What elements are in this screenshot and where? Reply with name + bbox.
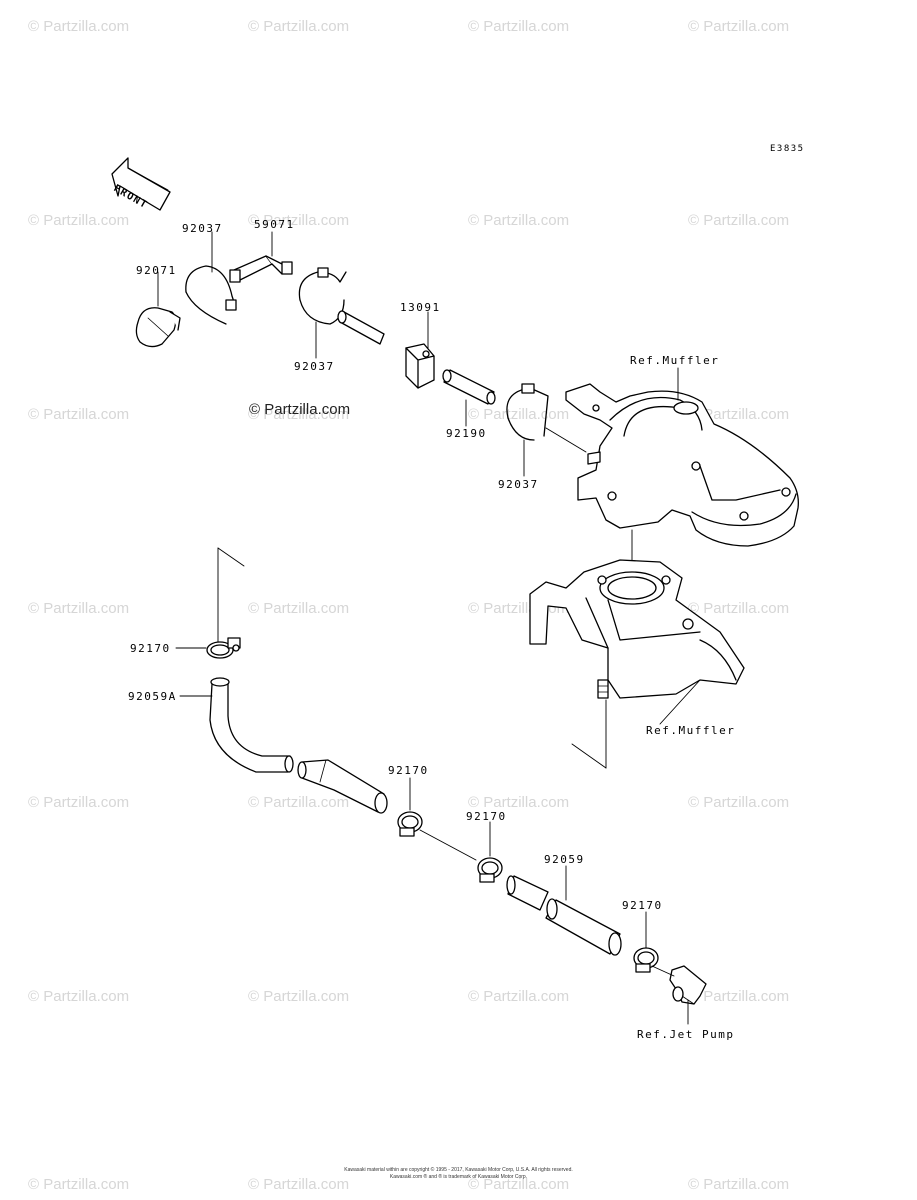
partzilla-credit: © Partzilla.com: [249, 401, 351, 418]
watermark: © Partzilla.com: [28, 212, 130, 229]
part-label-92037-low[interactable]: 92037: [498, 478, 539, 491]
watermark: © Partzilla.com: [28, 1176, 130, 1193]
pipe-92190-icon: [442, 369, 496, 405]
watermark: © Partzilla.com: [688, 600, 790, 617]
fitting-59071-icon: [229, 255, 293, 283]
copyright-footer: Kawasaki material within are copyright ©…: [0, 1167, 917, 1181]
part-label-92037-mid[interactable]: 92037: [294, 360, 335, 373]
watermark: © Partzilla.com: [688, 794, 790, 811]
hose-92059a-icon: [209, 677, 294, 773]
ref-muffler-bottom[interactable]: Ref.Muffler: [646, 724, 736, 737]
watermark: © Partzilla.com: [468, 212, 570, 229]
watermark: © Partzilla.com: [468, 1176, 570, 1193]
part-label-92059a[interactable]: 92059A: [128, 690, 177, 703]
watermark: © Partzilla.com: [688, 18, 790, 35]
watermark: © Partzilla.com: [688, 1176, 790, 1193]
knob-92071-icon: [135, 307, 181, 348]
hose-clamp-92170-b-icon: [397, 811, 423, 837]
watermark: © Partzilla.com: [28, 794, 130, 811]
watermark: © Partzilla.com: [248, 212, 350, 229]
watermark: © Partzilla.com: [688, 988, 790, 1005]
watermark: © Partzilla.com: [688, 212, 790, 229]
watermark: © Partzilla.com: [688, 406, 790, 423]
hose-clamp-92170-a-icon: [206, 637, 241, 659]
diagram-code: E3835: [770, 144, 805, 154]
watermark: © Partzilla.com: [468, 988, 570, 1005]
footer-line-1: Kawasaki material within are copyright ©…: [344, 1167, 573, 1173]
part-label-92170-b[interactable]: 92170: [388, 764, 429, 777]
ref-jet-pump[interactable]: Ref.Jet Pump: [637, 1028, 735, 1041]
band-clamp-92037-top-icon: [185, 265, 237, 325]
part-label-92170-d[interactable]: 92170: [622, 899, 663, 912]
watermark: © Partzilla.com: [28, 988, 130, 1005]
watermark: © Partzilla.com: [248, 600, 350, 617]
jet-pump-fitting-icon: [669, 965, 707, 1005]
part-label-59071[interactable]: 59071: [254, 218, 295, 231]
hose-92059-icon: [506, 875, 622, 956]
hose-straight-upper-icon: [297, 759, 388, 814]
watermark: © Partzilla.com: [248, 794, 350, 811]
watermark: © Partzilla.com: [28, 406, 130, 423]
footer-line-2: Kawasaki.com ® and ® is trademark of Kaw…: [389, 1174, 528, 1180]
part-label-13091[interactable]: 13091: [400, 301, 441, 314]
watermark: © Partzilla.com: [28, 600, 130, 617]
watermark: © Partzilla.com: [468, 18, 570, 35]
part-label-92170-c[interactable]: 92170: [466, 810, 507, 823]
leader-lines: [157, 231, 701, 1025]
part-label-92037-top[interactable]: 92037: [182, 222, 223, 235]
band-clamp-92037-low-icon: [506, 383, 549, 441]
band-clamp-92037-mid-icon: [298, 267, 347, 325]
watermark: © Partzilla.com: [248, 18, 350, 35]
watermark: © Partzilla.com: [28, 18, 130, 35]
muffler-lower-icon: [529, 559, 745, 699]
hose-clamp-92170-d-icon: [633, 947, 659, 973]
muffler-upper-icon: [565, 383, 799, 547]
watermark: © Partzilla.com: [248, 988, 350, 1005]
hose-clamp-92170-c-icon: [477, 857, 503, 883]
part-label-92170-a[interactable]: 92170: [130, 642, 171, 655]
block-13091-icon: [405, 343, 435, 389]
part-label-92059[interactable]: 92059: [544, 853, 585, 866]
front-arrow-icon: [111, 157, 171, 211]
part-label-92190[interactable]: 92190: [446, 427, 487, 440]
part-label-92071[interactable]: 92071: [136, 264, 177, 277]
watermark: © Partzilla.com: [468, 406, 570, 423]
tube-upper-icon: [337, 310, 385, 345]
watermark: © Partzilla.com: [248, 1176, 350, 1193]
ref-muffler-top[interactable]: Ref.Muffler: [630, 354, 720, 367]
watermark: © Partzilla.com: [468, 794, 570, 811]
watermark: © Partzilla.com: [248, 406, 350, 423]
